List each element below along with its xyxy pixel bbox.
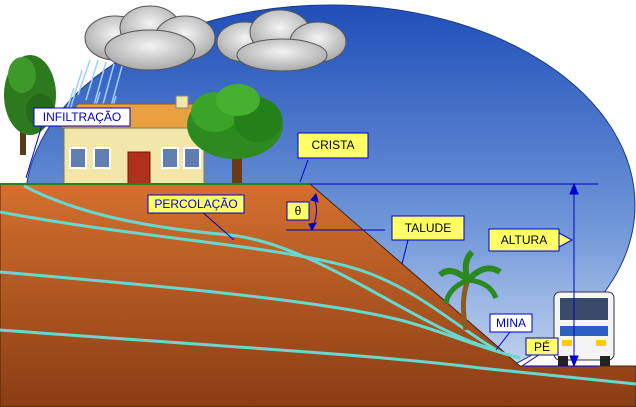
svg-text:PÉ: PÉ (534, 339, 550, 354)
svg-text:ALTURA: ALTURA (501, 233, 547, 247)
svg-text:MINA: MINA (496, 316, 526, 330)
label-talude: TALUDE (391, 215, 465, 241)
svg-text:CRISTA: CRISTA (311, 138, 354, 152)
rain-cloud-icon (63, 5, 216, 126)
svg-text:θ: θ (295, 204, 302, 218)
palm-tree-icon (437, 249, 502, 331)
bus-icon (553, 291, 615, 366)
label-pe: PÉ (525, 337, 559, 356)
label-theta: θ (286, 201, 310, 221)
label-altura: ALTURA (488, 228, 574, 252)
tree-icon (187, 84, 283, 188)
svg-text:INFILTRAÇÃO: INFILTRAÇÃO (43, 110, 121, 124)
water-lines (0, 184, 636, 386)
svg-text:TALUDE: TALUDE (405, 221, 451, 235)
cloud-icon (216, 9, 347, 72)
guide-lines (25, 124, 598, 368)
svg-text:PERCOLAÇÃO: PERCOLAÇÃO (154, 197, 237, 211)
label-mina: MINA (489, 313, 533, 333)
label-crista: CRISTA (297, 132, 369, 159)
label-percolacao: PERCOLAÇÃO (147, 194, 245, 214)
label-infiltracao: INFILTRAÇÃO (33, 107, 131, 127)
